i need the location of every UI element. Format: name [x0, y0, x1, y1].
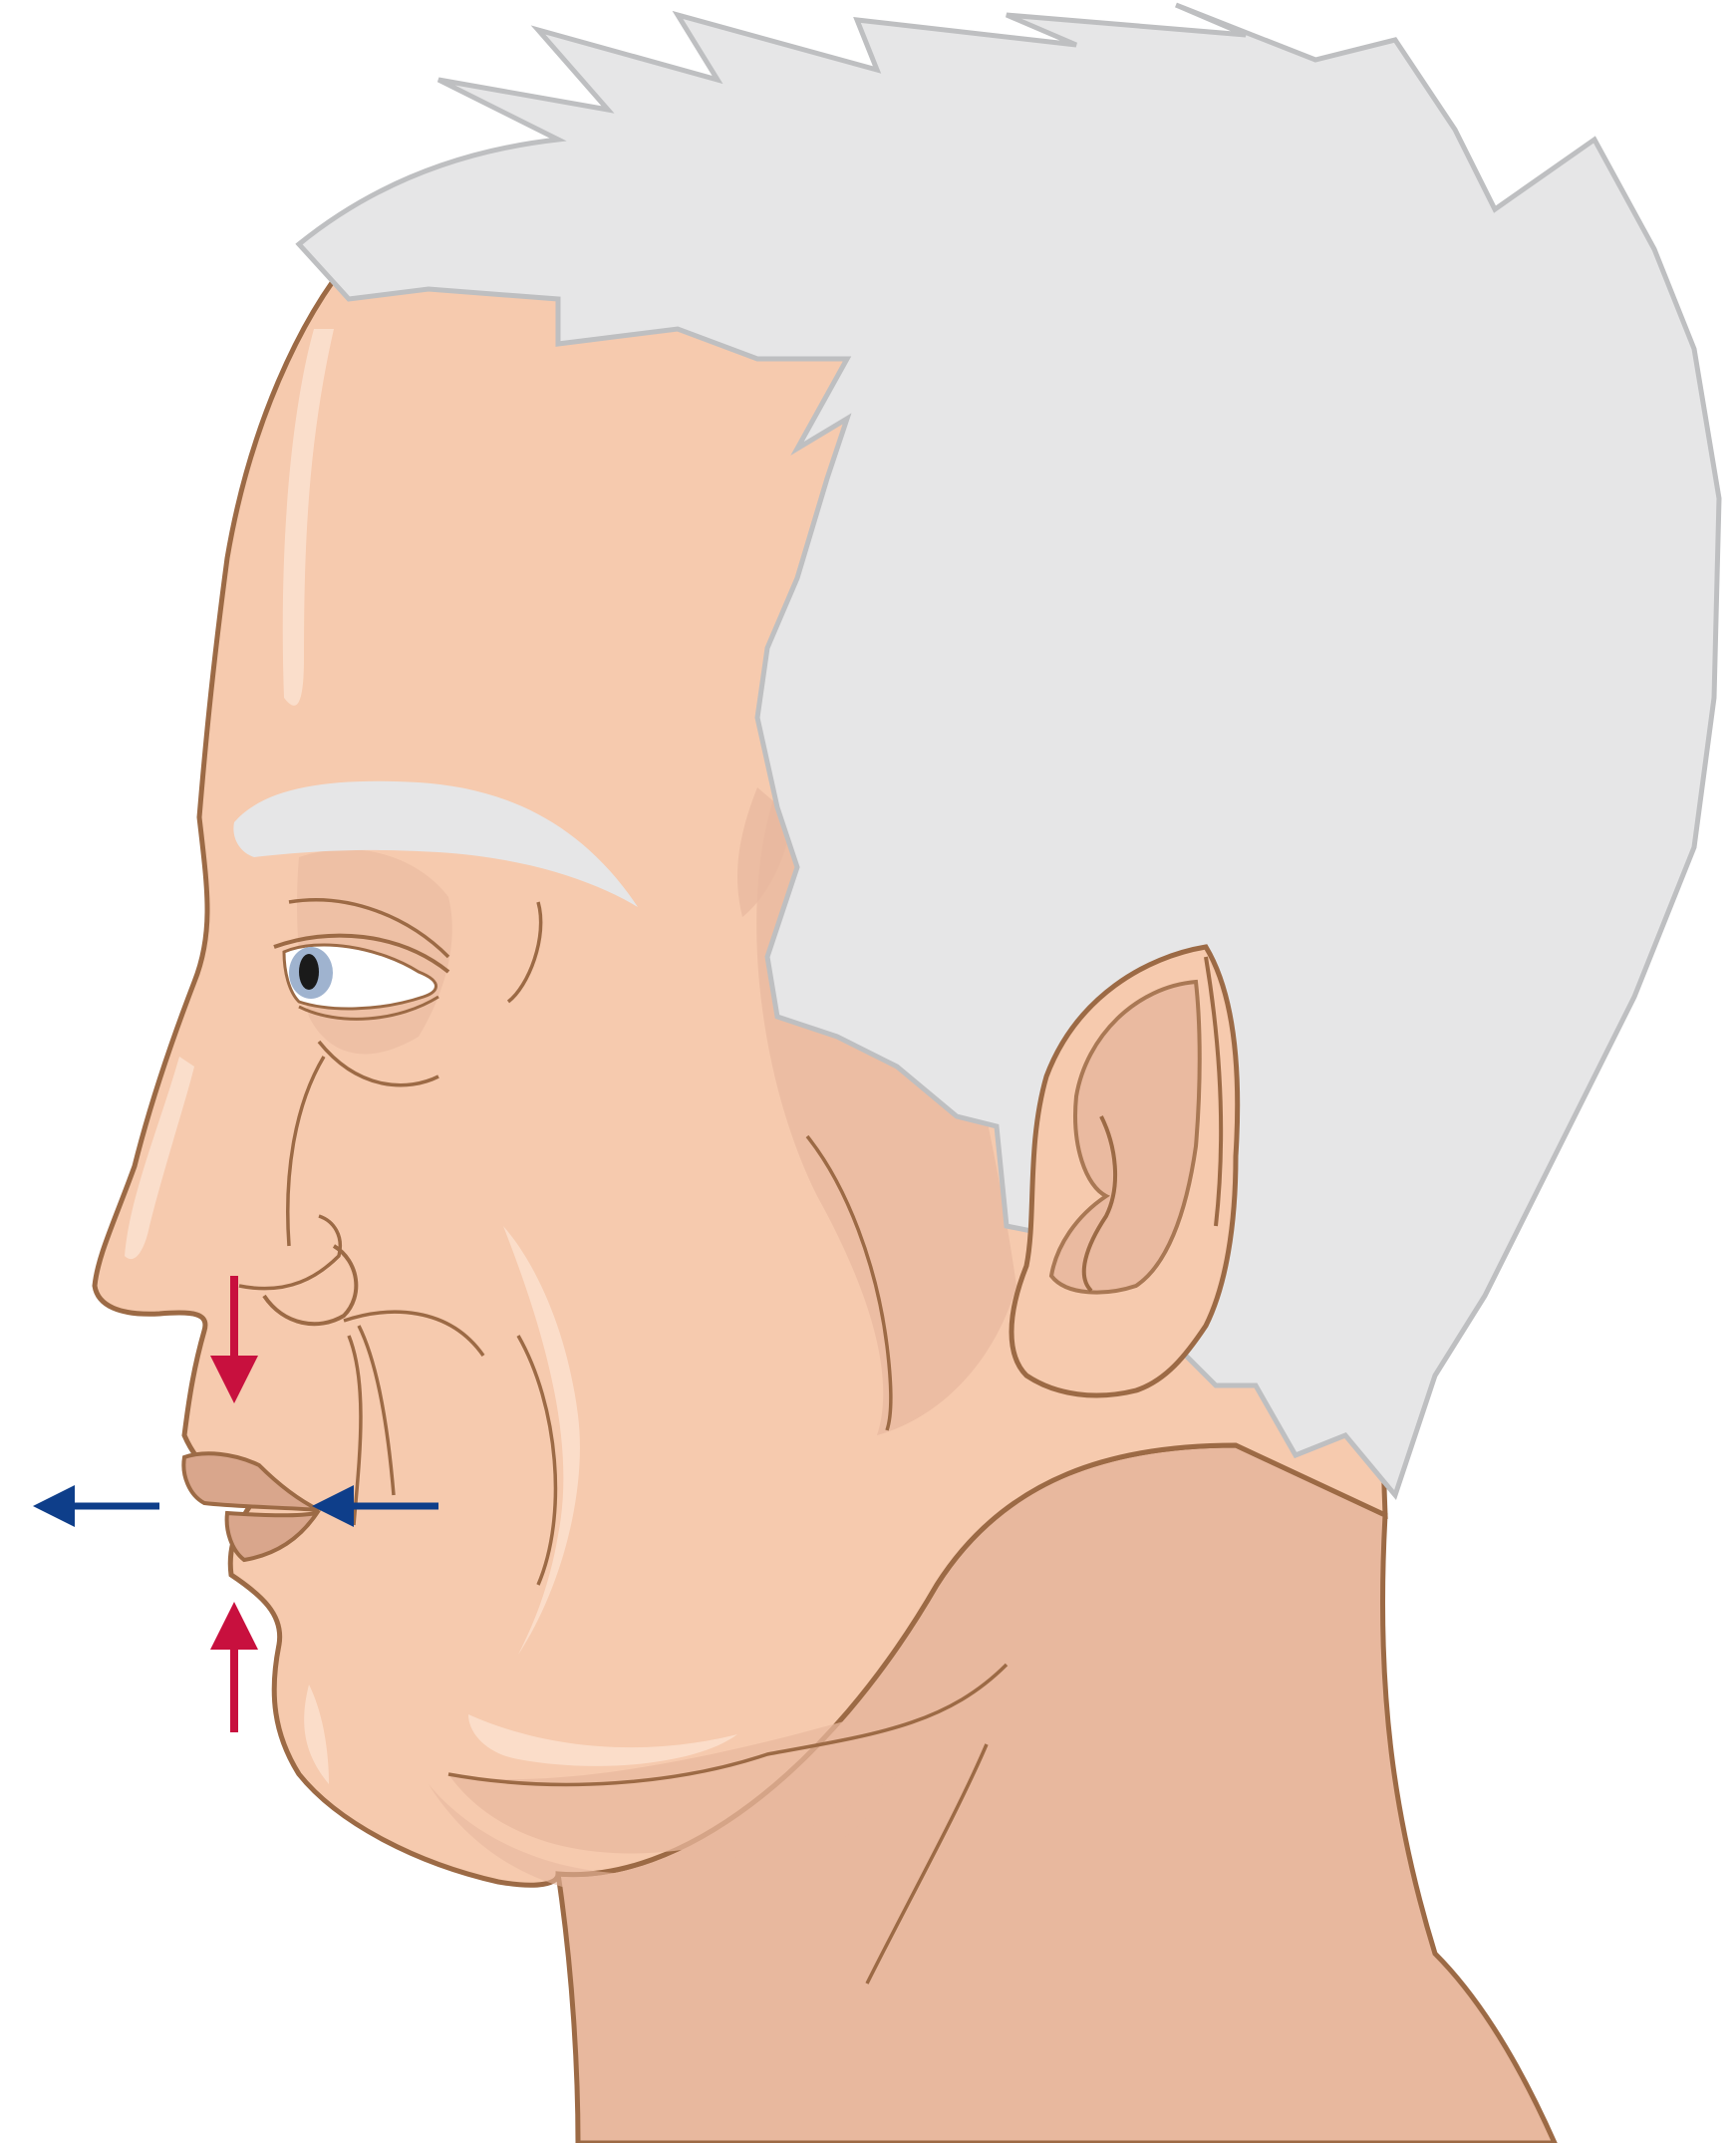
pupil: [299, 954, 319, 990]
